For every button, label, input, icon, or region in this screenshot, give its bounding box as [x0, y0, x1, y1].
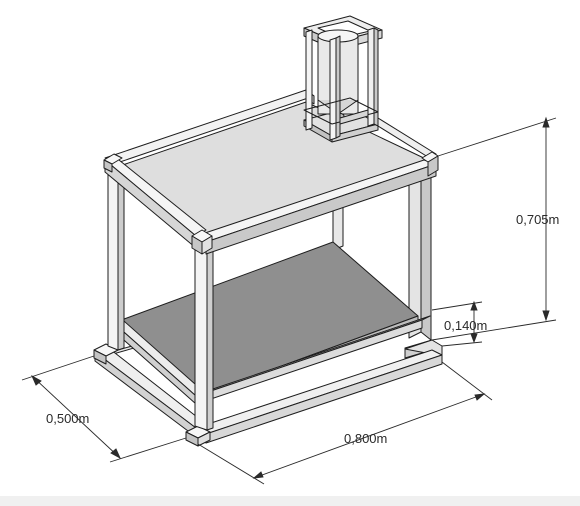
- bottom-strip: [0, 496, 580, 506]
- height-dimension-label: 0,705m: [516, 212, 560, 227]
- dimension-line-depth: [21, 355, 187, 463]
- depth-dimension-label: 0,500m: [46, 411, 90, 426]
- width-dimension-label: 0,800m: [344, 431, 388, 446]
- dimension-line-width: [197, 361, 493, 485]
- back-legs: [332, 169, 432, 341]
- shelf-height-dimension-label: 0,140m: [444, 318, 488, 333]
- dimension-line-shelf: [431, 300, 483, 347]
- dimension-line-height: [431, 116, 557, 341]
- lower-shelf: [107, 241, 431, 405]
- table-top: [103, 89, 439, 255]
- base-frame: [93, 337, 443, 447]
- hopper-unit: [303, 15, 383, 143]
